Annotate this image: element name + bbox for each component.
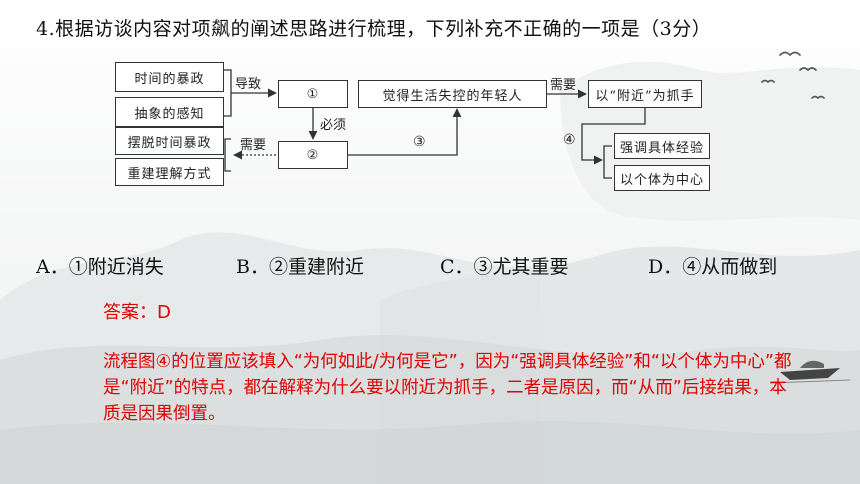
label-blank-4: ④: [563, 132, 576, 148]
blank-1: ①: [278, 80, 348, 108]
blank-2: ②: [278, 141, 348, 169]
label-lead-to: 导致: [235, 77, 262, 92]
label-blank-3: ③: [413, 134, 426, 150]
answer-text: 答案：D: [103, 302, 171, 323]
bracket-line: [224, 69, 232, 117]
box-individual-center: 以个体为中心: [614, 165, 710, 191]
option-a[interactable]: A．①附近消失: [36, 256, 164, 278]
question-text: 4.根据访谈内容对项飙的阐述思路进行梳理，下列补充不正确的一项是（3分）: [36, 18, 712, 40]
box-abstract-perception: 抽象的感知: [115, 97, 224, 127]
boat-icon: [769, 360, 851, 384]
arrow-connector-3: [347, 108, 462, 156]
bird-icon: [761, 51, 825, 100]
option-d[interactable]: D．④从而做到: [648, 256, 778, 278]
box-young-people: 觉得生活失控的年轻人: [358, 80, 547, 108]
bracket-line: [603, 145, 612, 179]
box-rebuild-understanding: 重建理解方式: [115, 158, 224, 186]
box-specific-experience: 强调具体经验: [614, 133, 710, 159]
explanation-text: 流程图④的位置应该填入“为何如此/为何是它”，因为“强调具体经验”和“以个体为中…: [103, 352, 792, 424]
mountain-shape: [0, 421, 860, 484]
box-nearby-start: 以“附近”为抓手: [588, 80, 702, 108]
box-time-tyranny: 时间的暴政: [115, 62, 224, 92]
option-c[interactable]: C．③尤其重要: [440, 256, 569, 278]
bracket-line: [224, 138, 231, 172]
label-need-right: 需要: [550, 78, 577, 93]
connector-line: [581, 108, 646, 161]
option-b[interactable]: B．②重建附近: [236, 256, 364, 278]
label-must: 必须: [320, 118, 347, 133]
label-need-left: 需要: [240, 138, 267, 153]
box-escape-tyranny: 摆脱时间暴政: [115, 127, 224, 155]
